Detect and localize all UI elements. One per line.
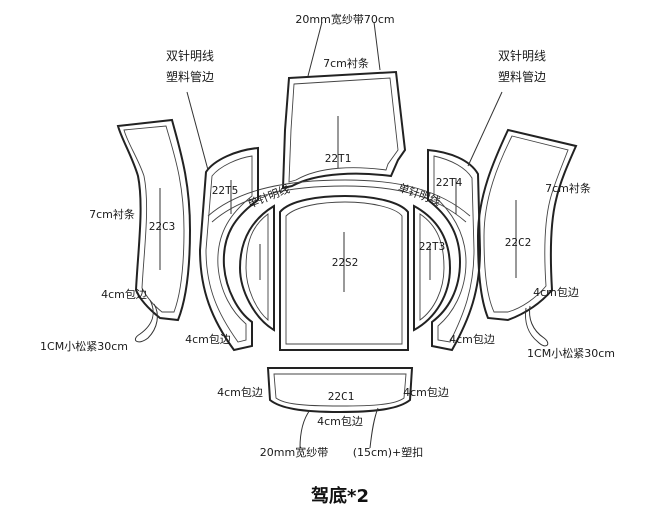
note-left-binding: 4cm包边 xyxy=(101,288,147,301)
piece-22S2 xyxy=(279,194,409,351)
note-left-lining: 7cm衬条 xyxy=(89,207,135,221)
note-right-binding: 4cm包边 xyxy=(533,286,579,299)
code-22T5: 22T5 xyxy=(212,184,239,197)
note-right-lining: 7cm衬条 xyxy=(545,181,591,195)
note-left-stitch-1: 双针明线 xyxy=(166,48,214,63)
piece-22C2 xyxy=(476,128,578,347)
code-22S2: 22S2 xyxy=(332,256,359,269)
piece-left-inner xyxy=(238,204,275,332)
piece-22T5 xyxy=(198,146,259,352)
piece-22T4 xyxy=(427,148,482,352)
note-left-elastic: 1CM小松紧30cm xyxy=(40,339,128,353)
note-left-stitch-2: 塑料管边 xyxy=(166,69,214,84)
piece-22T1 xyxy=(281,70,407,190)
code-22C2: 22C2 xyxy=(505,236,532,249)
note-c1-right-binding: 4cm包边 xyxy=(403,386,449,399)
note-bottom-buckle: (15cm)+塑扣 xyxy=(353,445,424,459)
piece-22T3 xyxy=(413,204,452,332)
piece-22C3 xyxy=(116,118,192,343)
note-right-elastic: 1CM小松紧30cm xyxy=(527,346,615,360)
note-right-stitch-1: 双针明线 xyxy=(498,48,546,63)
code-22C3: 22C3 xyxy=(149,220,176,233)
note-right-stitch-2: 塑料管边 xyxy=(498,69,546,84)
piece-22C1 xyxy=(266,367,414,414)
code-22T1: 22T1 xyxy=(325,152,352,165)
code-22C1: 22C1 xyxy=(328,390,355,403)
code-22T4: 22T4 xyxy=(436,176,463,189)
leader-lines xyxy=(186,21,503,449)
note-t3-binding: 4cm包边 xyxy=(449,333,495,346)
note-top-lining: 7cm衬条 xyxy=(323,56,369,70)
note-t5-binding: 4cm包边 xyxy=(185,333,231,346)
code-22T3: 22T3 xyxy=(419,240,446,253)
note-top-tape: 20mm宽纱带70cm xyxy=(295,12,394,26)
diagram-title: 驾底*2 xyxy=(311,485,369,507)
note-c1-left-binding: 4cm包边 xyxy=(217,386,263,399)
note-c1-bottom-binding: 4cm包边 xyxy=(317,415,363,428)
note-bottom-tape: 20mm宽纱带 xyxy=(260,445,328,459)
